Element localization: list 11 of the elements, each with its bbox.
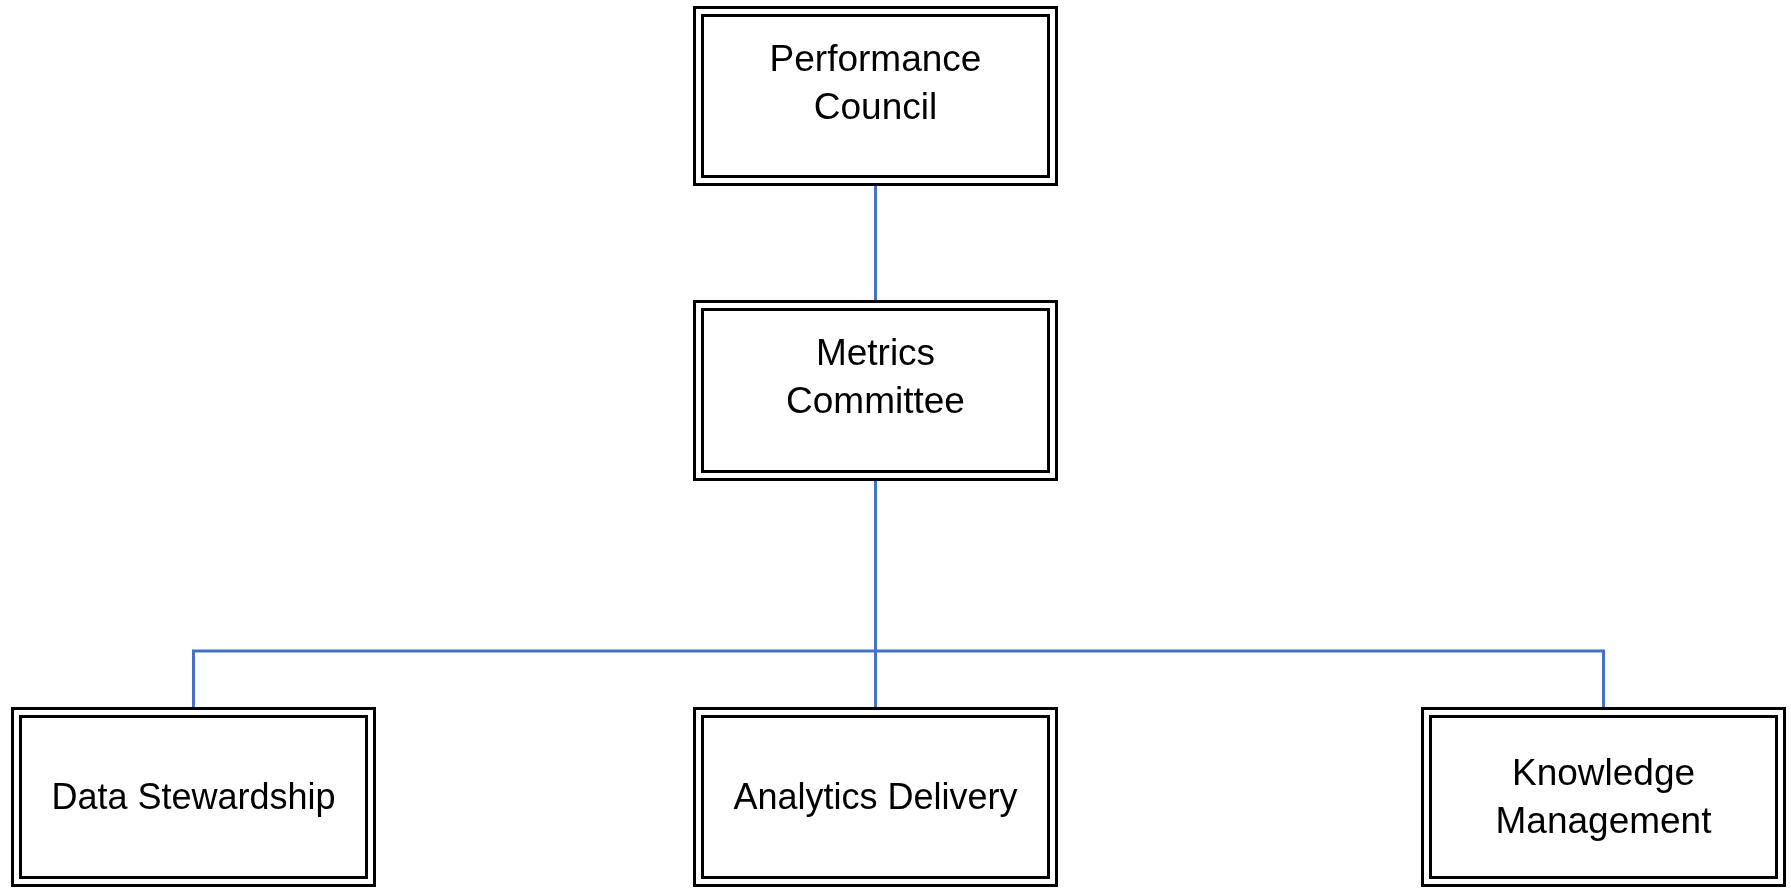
org-box <box>1421 707 1786 887</box>
org-box <box>11 707 376 887</box>
box-label: Knowledge Management <box>1494 751 1713 843</box>
box-label: Data Stewardship <box>51 775 336 819</box>
box-label: Performance Council <box>768 37 983 129</box>
org-box <box>693 707 1058 887</box>
org-box <box>693 300 1058 481</box>
connector-line <box>874 186 877 300</box>
box-label: Metrics Committee <box>785 331 966 423</box>
org-box <box>693 6 1058 186</box>
box-label: Analytics Delivery <box>733 775 1018 819</box>
